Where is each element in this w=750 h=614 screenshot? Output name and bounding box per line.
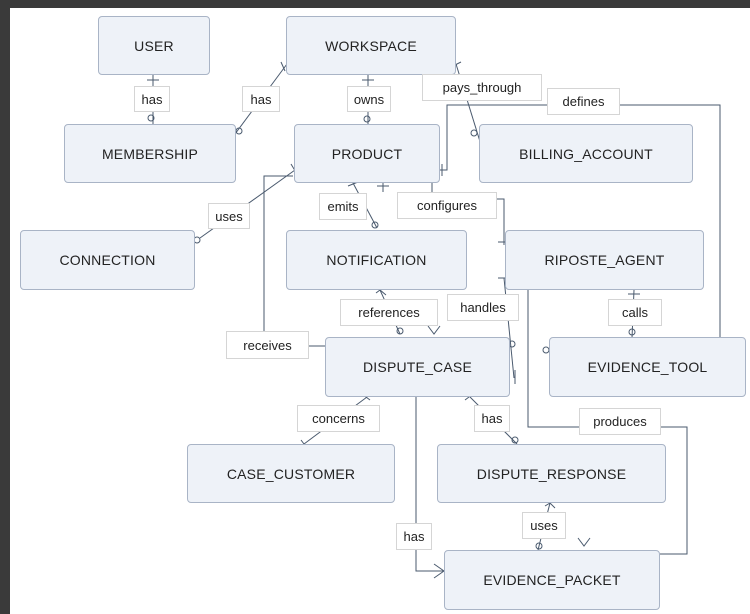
relation-label-references: references (340, 299, 438, 326)
entity-notification[interactable]: NOTIFICATION (286, 230, 467, 290)
relation-label-case-has-packet: has (396, 523, 432, 550)
edge-dispute-response-o (511, 436, 519, 444)
relation-label-handles: handles (447, 294, 519, 321)
entity-evidence-packet[interactable]: EVIDENCE_PACKET (444, 550, 660, 610)
edge-defines (440, 104, 721, 338)
relation-label-user-has: has (134, 86, 170, 112)
relation-label-receives: receives (226, 331, 309, 359)
relation-label-configures: configures (397, 192, 497, 219)
edge-workspace-billing-o (470, 129, 478, 137)
edge-riposte-packet (527, 290, 688, 555)
edge-response-packet-crow (544, 502, 556, 509)
relation-label-concerns: concerns (297, 405, 380, 432)
relation-label-emits: emits (319, 193, 367, 220)
edge-notification-dispute-v (427, 325, 441, 335)
entity-billing-account[interactable]: BILLING_ACCOUNT (479, 124, 693, 183)
relation-label-pays-through: pays_through (422, 74, 542, 101)
edge-response-packet-o (535, 542, 543, 550)
entity-riposte-agent[interactable]: RIPOSTE_AGENT (505, 230, 704, 290)
relation-label-uses-connection: uses (208, 203, 250, 229)
entity-evidence-tool[interactable]: EVIDENCE_TOOL (549, 337, 746, 397)
edge-riposte-tool-o (628, 328, 636, 336)
relation-label-uses-packet: uses (522, 512, 566, 539)
edge-workspace-membership-mark (280, 61, 286, 72)
edge-product-notification-o (371, 221, 379, 229)
edge-dispute-packet (415, 397, 444, 572)
relation-label-produces: produces (579, 408, 661, 435)
edge-workspace-product-o (363, 115, 371, 123)
entity-dispute-response[interactable]: DISPUTE_RESPONSE (437, 444, 666, 503)
relation-label-calls: calls (608, 299, 662, 326)
edge-notification-dispute-o (396, 327, 404, 335)
entity-dispute-case[interactable]: DISPUTE_CASE (325, 337, 510, 397)
edge-notification-dispute-crow (375, 289, 387, 296)
relation-label-defines: defines (547, 88, 620, 115)
relation-label-workspace-has: has (242, 86, 280, 112)
entity-user[interactable]: USER (98, 16, 210, 75)
diagram-canvas: USER WORKSPACE MEMBERSHIP PRODUCT BILLIN… (10, 8, 750, 614)
edge-user-membership-mark-bottom (147, 114, 155, 122)
entity-workspace[interactable]: WORKSPACE (286, 16, 456, 75)
relation-label-case-has-response: has (474, 405, 510, 432)
edge-response-packet-v (577, 537, 591, 547)
entity-membership[interactable]: MEMBERSHIP (64, 124, 236, 183)
entity-case-customer[interactable]: CASE_CUSTOMER (187, 444, 395, 503)
edge-workspace-membership-o (235, 127, 243, 135)
entity-connection[interactable]: CONNECTION (20, 230, 195, 290)
entity-product[interactable]: PRODUCT (294, 124, 440, 183)
relation-label-owns: owns (347, 86, 391, 112)
